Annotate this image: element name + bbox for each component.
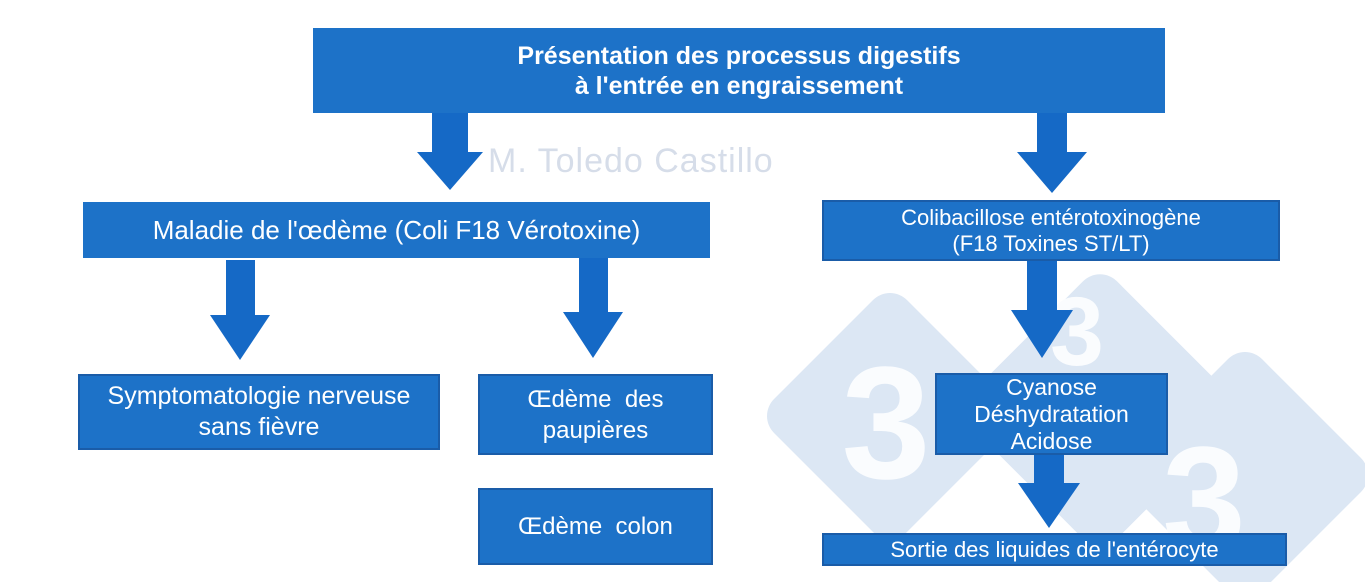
maladie-box: Maladie de l'œdème (Coli F18 Vérotoxine) [83, 202, 710, 258]
arrow-maladie-to-symptomatologie [210, 260, 271, 360]
arrow-head [1011, 310, 1073, 358]
arrow-colibacillose-to-cyanose [1011, 261, 1073, 358]
cyanose-box: Cyanose Déshydratation Acidose [935, 373, 1168, 455]
arrow-stem [579, 258, 608, 313]
arrow-maladie-to-paupieres [563, 258, 624, 358]
title-box: Présentation des processus digestifs à l… [313, 28, 1165, 113]
colon-box: Œdème colon [478, 488, 713, 565]
watermark-author: M. Toledo Castillo [488, 142, 774, 180]
arrow-stem [1027, 261, 1057, 311]
arrow-head [417, 152, 483, 190]
arrow-stem [1034, 455, 1064, 484]
arrow-head [210, 315, 270, 360]
arrow-head [563, 312, 623, 358]
symptomatologie-box: Symptomatologie nerveuse sans fièvre [78, 374, 440, 450]
paupieres-box: Œdème des paupières [478, 374, 713, 455]
colibacillose-box: Colibacillose entérotoxinogène (F18 Toxi… [822, 200, 1280, 261]
arrow-head [1018, 483, 1080, 528]
sortie-box: Sortie des liquides de l'entérocyte [822, 533, 1287, 566]
watermark-three-left: 3 [841, 333, 931, 512]
arrow-stem [226, 260, 255, 316]
arrow-cyanose-to-sortie [1018, 455, 1080, 528]
arrow-title-to-colibacillose [1017, 112, 1087, 193]
arrow-stem [1037, 112, 1067, 153]
arrow-title-to-maladie [417, 113, 483, 190]
arrow-head [1017, 152, 1087, 193]
arrow-stem [432, 113, 468, 153]
